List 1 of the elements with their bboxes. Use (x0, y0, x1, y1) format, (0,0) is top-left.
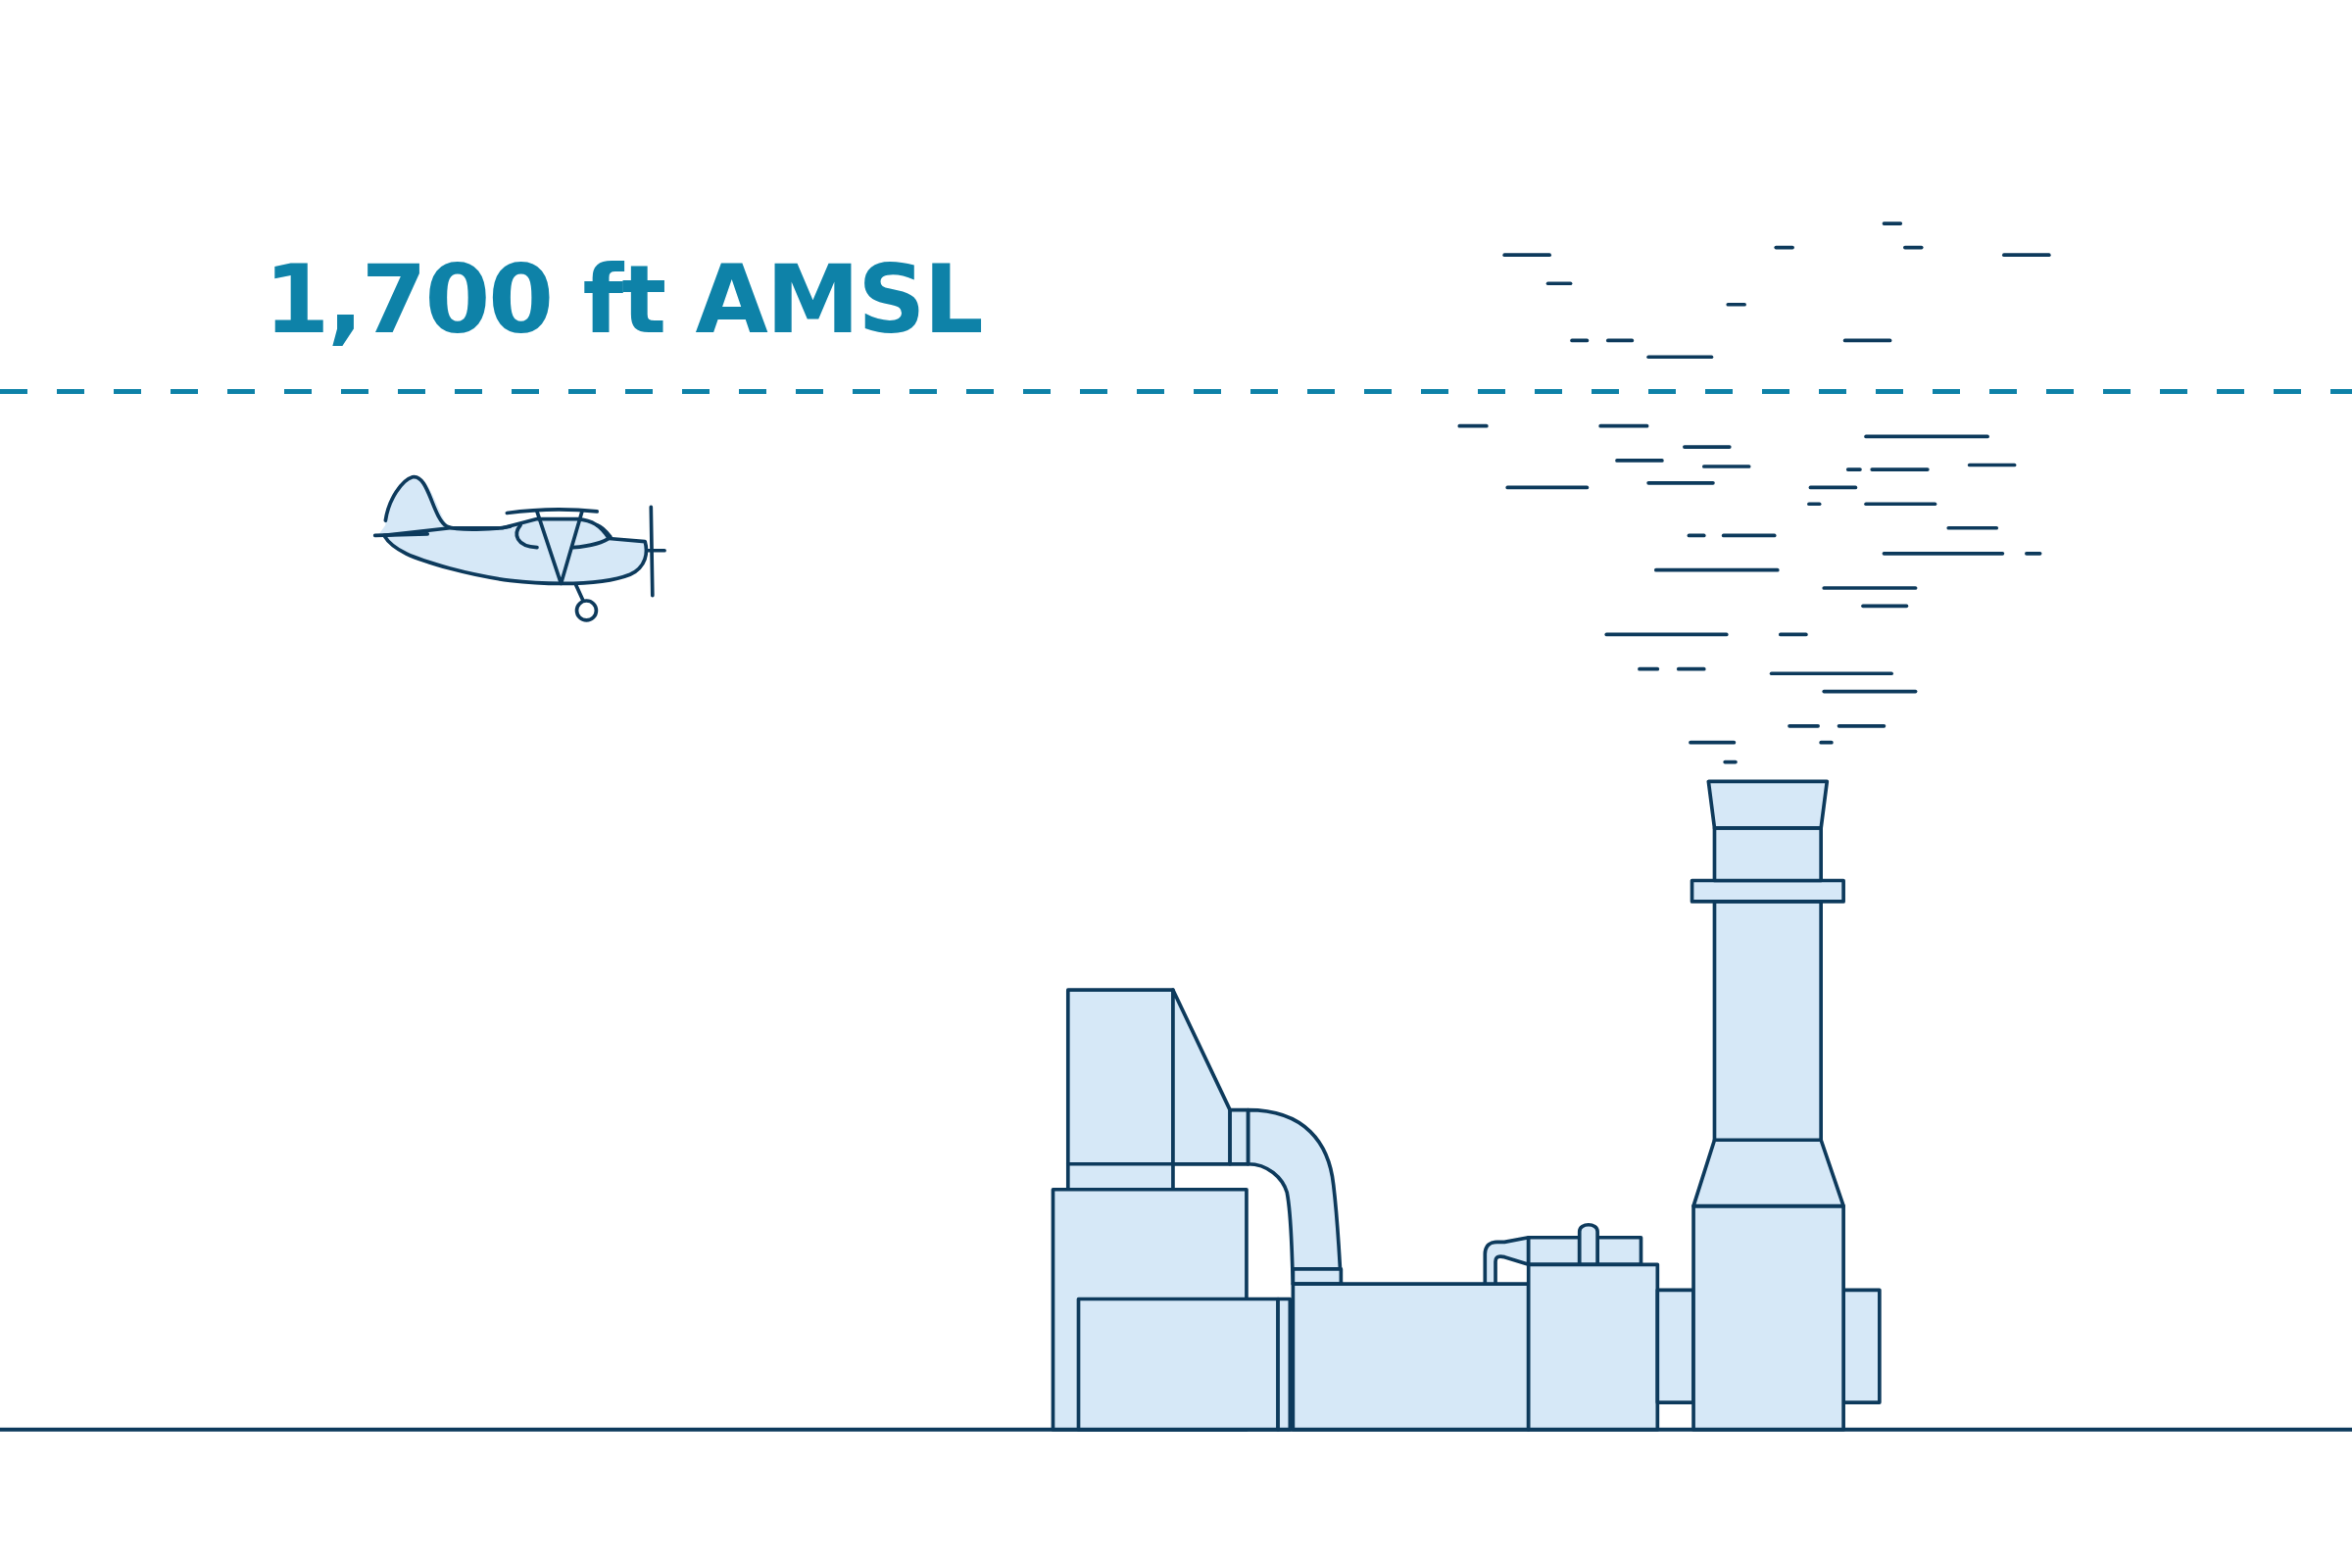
altitude-label: 1,700 ft AMSL (264, 253, 982, 347)
